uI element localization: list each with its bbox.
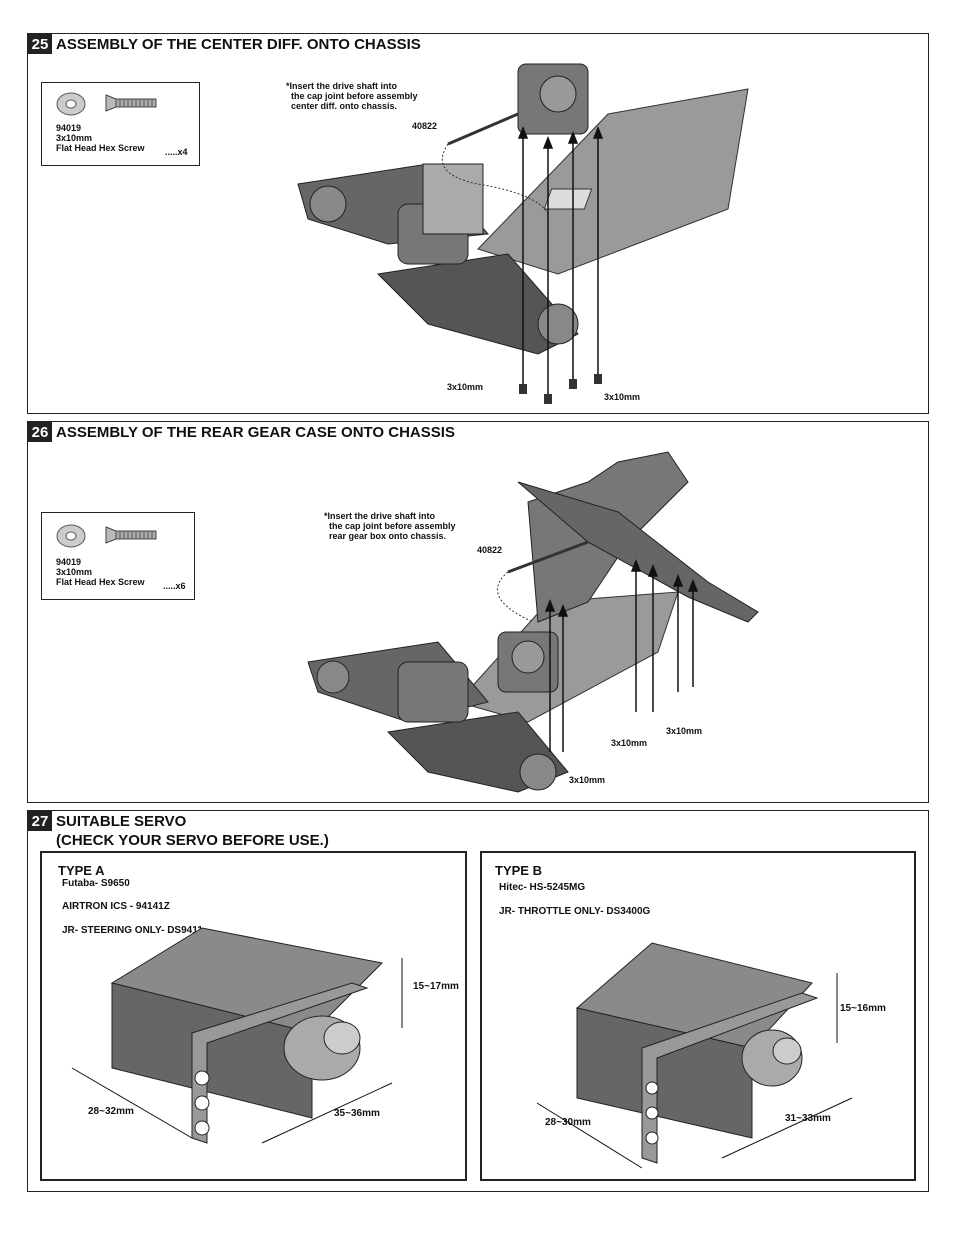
part-name: Flat Head Hex Screw	[56, 143, 145, 153]
length-dimension: 35~36mm	[334, 1108, 380, 1119]
servo-model: JR- STEERING ONLY- DS9411	[62, 925, 203, 936]
screw-label: 3x10mm	[611, 738, 648, 748]
servo-type-label: TYPE A	[58, 863, 105, 878]
drive-shaft-code: 40822	[412, 121, 438, 131]
drive-shaft-code: 40822	[477, 545, 503, 555]
servo-model: Hitec- HS-5245MG	[499, 882, 586, 893]
screw-label: 3x10mm	[604, 392, 641, 402]
screw-icon	[105, 526, 157, 544]
servo-model: JR- THROTTLE ONLY- DS3400G	[499, 906, 651, 917]
width-dimension: 28~32mm	[88, 1106, 134, 1117]
screw-label: 3x10mm	[447, 382, 484, 392]
washer-icon	[56, 92, 86, 116]
assembly-note: *Insert the drive shaft into the cap joi…	[324, 511, 456, 541]
screw-label: 3x10mm	[569, 775, 606, 785]
chassis-assembly-illustration	[297, 63, 749, 404]
part-size: 3x10mm	[56, 133, 93, 143]
step-title: ASSEMBLY OF THE CENTER DIFF. ONTO CHASSI…	[56, 36, 421, 53]
screw-icon	[105, 94, 157, 112]
part-name: Flat Head Hex Screw	[56, 577, 145, 587]
part-code: 94019	[56, 557, 82, 567]
step-25-section: 25 ASSEMBLY OF THE CENTER DIFF. ONTO CHA…	[27, 33, 929, 414]
part-quantity: .....x4	[165, 147, 188, 157]
chassis-assembly-illustration	[307, 451, 759, 793]
step-title: SUITABLE SERVO (CHECK YOUR SERVO BEFORE …	[56, 813, 329, 849]
servo-type-a-panel: TYPE A Futaba- S9650 AIRTRON ICS - 94141…	[40, 851, 467, 1181]
height-dimension: 15~17mm	[413, 981, 459, 992]
servo-b-illustration	[536, 942, 853, 1169]
parts-callout: 94019 3x10mm Flat Head Hex Screw .....x4	[41, 82, 200, 166]
servo-type-b-panel: TYPE B Hitec- HS-5245MG JR- THROTTLE ONL…	[480, 851, 916, 1181]
step-number: 26	[28, 422, 52, 442]
part-quantity: .....x6	[163, 581, 186, 591]
step-number: 25	[28, 34, 52, 54]
step-27-section: 27 SUITABLE SERVO (CHECK YOUR SERVO BEFO…	[27, 810, 929, 1192]
servo-type-label: TYPE B	[495, 863, 542, 878]
step-26-section: 26 ASSEMBLY OF THE REAR GEAR CASE ONTO C…	[27, 421, 929, 803]
washer-icon	[56, 524, 86, 548]
part-code: 94019	[56, 123, 82, 133]
servo-model: AIRTRON ICS - 94141Z	[62, 901, 170, 912]
servo-model: Futaba- S9650	[62, 878, 130, 889]
part-size: 3x10mm	[56, 567, 93, 577]
step-title: ASSEMBLY OF THE REAR GEAR CASE ONTO CHAS…	[56, 424, 455, 441]
step-number: 27	[28, 811, 52, 831]
servo-a-illustration	[71, 927, 403, 1144]
width-dimension: 28~30mm	[545, 1117, 591, 1128]
screw-label: 3x10mm	[666, 726, 703, 736]
height-dimension: 15~16mm	[840, 1003, 886, 1014]
assembly-note: *Insert the drive shaft into the cap joi…	[286, 81, 418, 111]
parts-callout: 94019 3x10mm Flat Head Hex Screw .....x6	[41, 512, 195, 600]
length-dimension: 31~33mm	[785, 1113, 831, 1124]
